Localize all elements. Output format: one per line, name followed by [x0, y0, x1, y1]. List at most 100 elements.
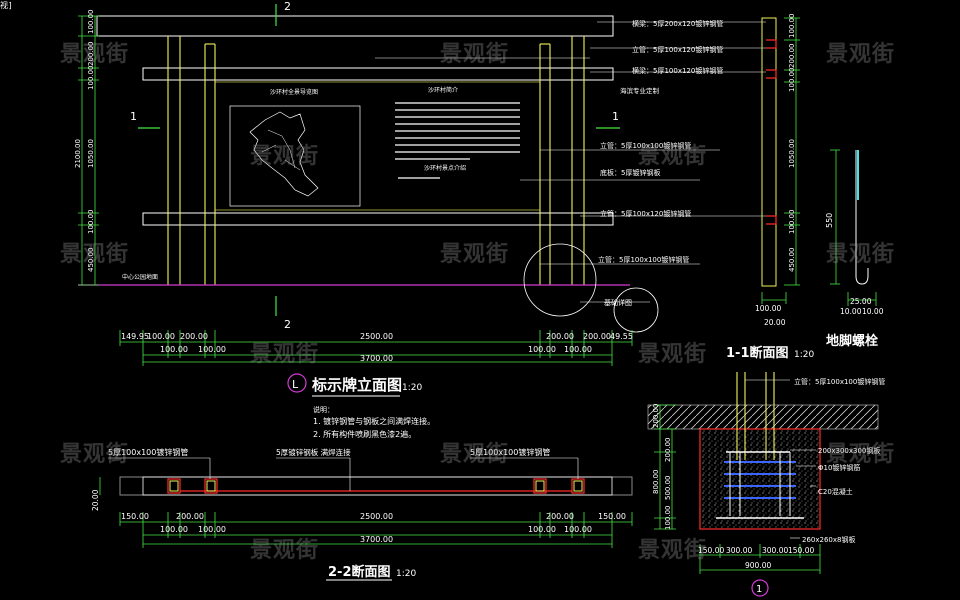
dim-right-100: 100.00 — [788, 14, 796, 39]
map-title: 沙环村全景导览图 — [270, 88, 318, 96]
watermark: 景观街 — [250, 144, 320, 169]
dim-right-200: 200.00 — [788, 44, 796, 69]
label-beam-200x120: 横梁：5厚200x120镀锌钢管 — [632, 19, 723, 28]
s22-dim-r2-c: 100.00 — [528, 525, 556, 534]
dim-left-450: 450.00 — [87, 248, 95, 273]
fd-dim-300-b: 300.00 — [762, 546, 788, 555]
section-1-1-title: 1-1断面图 — [726, 345, 789, 361]
dim-bottom-149: 149.95 — [121, 332, 149, 341]
fd-dim-total: 900.00 — [745, 561, 771, 570]
s22-label-left: 5厚100x100镀锌钢管 — [108, 447, 188, 457]
elevation-title: 标示牌立面图 — [311, 376, 402, 394]
title-circle-letter: L — [292, 378, 299, 391]
dim-bottom-200-b: 200.00 — [546, 332, 574, 341]
anchor-bolt-detail: 550 25.00 10.00 10.00 地脚螺栓 — [825, 149, 884, 349]
watermark: 景观街 — [638, 342, 708, 367]
s22-dim-200-a: 200.00 — [176, 512, 204, 521]
dim-bottom-49: 49.55 — [610, 332, 633, 341]
dim-bottom-r2-d: 100.00 — [564, 345, 592, 354]
label-beam-100x120: 横梁：5厚100x120镀锌钢管 — [632, 66, 723, 75]
dim-bottom-2500: 2500.00 — [360, 332, 393, 341]
fd-label-plate: 200x300x300钢板 — [818, 446, 880, 455]
bolt-dim-10-b: 10.00 — [862, 307, 884, 316]
fd-label-concrete: C20混凝土 — [818, 487, 853, 496]
s22-dim-r2-b: 100.00 — [198, 525, 226, 534]
dim-1-1-100: 100.00 — [755, 304, 781, 313]
dim-left-1050: 1050.00 — [87, 139, 95, 168]
watermark: 景观街 — [440, 42, 510, 67]
s22-dim-2500: 2500.00 — [360, 512, 393, 521]
watermark: 景观街 — [826, 442, 896, 467]
fd-dim-150-a: 150.00 — [698, 546, 724, 555]
dim-left-100-top: 100.00 — [87, 10, 95, 35]
watermark: 景观街 — [826, 242, 896, 267]
bolt-dim-550: 550 — [825, 213, 834, 228]
elevation-scale: 1:20 — [402, 383, 422, 393]
s22-dim-150-b: 150.00 — [598, 512, 626, 521]
dim-right-100-c: 100.00 — [788, 210, 796, 235]
dim-left-200: 200.00 — [87, 42, 95, 67]
dim-bottom-r2-a: 100.00 — [160, 345, 188, 354]
dim-1-1-20: 20.00 — [764, 318, 786, 327]
note-1: 1. 镀锌钢管与钢板之间满焊连接。 — [313, 416, 435, 426]
s22-label-right: 5厚100x100镀锌钢管 — [470, 447, 550, 457]
section-mark-top: 2 — [284, 0, 291, 13]
watermark: 景观街 — [826, 42, 896, 67]
corner-tag: 视] — [0, 1, 13, 10]
ground-label: 中心公园地面 — [122, 273, 158, 281]
anchor-bolt-title: 地脚螺栓 — [826, 333, 878, 349]
elevation-title-block: L 标示牌立面图 1:20 说明： 1. 镀锌钢管与钢板之间满焊连接。 2. 所… — [287, 373, 435, 439]
bolt-dim-10-a: 10.00 — [840, 307, 862, 316]
fd-dim-100: 100.00 — [664, 506, 672, 531]
note-2: 2. 所有构件喷刷黑色漆2遍。 — [313, 429, 416, 439]
fd-dim-800: 800.00 — [652, 470, 660, 495]
dim-bottom-total: 3700.00 — [360, 354, 393, 363]
fd-top-label: 立管：5厚100x100镀锌钢管 — [794, 377, 885, 386]
dim-bottom-200-c: 200.00 — [583, 332, 611, 341]
dim-right-450: 450.00 — [788, 248, 796, 273]
elevation-bottom-dimensions: 149.95 100.00 200.00 2500.00 200.00 200.… — [119, 330, 633, 366]
dim-left-100-mid: 100.00 — [87, 66, 95, 91]
watermark: 景观街 — [250, 538, 320, 563]
dim-right-1050: 1050.00 — [788, 139, 796, 168]
watermark: 景观街 — [60, 42, 130, 67]
s22-dim-r2-d: 100.00 — [564, 525, 592, 534]
watermark: 景观街 — [250, 342, 320, 367]
fd-dim-200-a: 200.00 — [652, 404, 660, 429]
section-2-2-title: 2-2断面图 — [328, 564, 391, 580]
fd-label-rebar: Φ10镀锌钢筋 — [818, 463, 860, 472]
label-post-100x100: 立管：5厚100x100镀锌钢管 — [600, 141, 691, 150]
section-1-1: 100.00 200.00 100.00 1050.00 100.00 450.… — [726, 14, 814, 362]
label-post-100x100-b: 立管：5厚100x100镀锌钢管 — [598, 255, 689, 264]
intro-title: 沙环村简介 — [428, 86, 458, 94]
dim-bottom-200-a: 200.00 — [180, 332, 208, 341]
label-post-100x120-b: 立管：5厚100x120镀锌钢管 — [600, 209, 691, 218]
dim-bottom-r2-b: 100.00 — [198, 345, 226, 354]
watermark: 景观街 — [638, 144, 708, 169]
elevation-left-dimensions: 100.00 200.00 100.00 2100.00 1050.00 100… — [74, 10, 99, 286]
fd-dim-200-b: 200.00 — [664, 438, 672, 463]
label-foundation-detail: 基础详图 — [604, 298, 632, 307]
watermark: 景观街 — [440, 242, 510, 267]
bolt-dim-25: 25.00 — [850, 297, 872, 306]
s22-dim-total: 3700.00 — [360, 535, 393, 544]
watermark: 景观街 — [60, 442, 130, 467]
label-baseplate: 底板：5厚镀锌钢板 — [600, 168, 660, 177]
watermark: 景观街 — [638, 538, 708, 563]
fd-circle-number: 1 — [756, 584, 762, 595]
right-section-mark: 1 — [612, 110, 619, 123]
s22-left-dim: 20.00 — [91, 489, 100, 511]
s22-dim-r2-a: 100.00 — [160, 525, 188, 534]
fd-dim-500: 500.00 — [664, 476, 672, 501]
sign-elevation: 沙环村全景导览图 沙环村简介 沙环村景点介绍 中心公园地面 2 2 1 1 — [78, 0, 659, 333]
watermark: 景观街 — [440, 442, 510, 467]
left-section-mark: 1 — [130, 110, 137, 123]
label-custom: 海滨专业定制 — [620, 86, 660, 95]
intro-subtitle: 沙环村景点介绍 — [424, 164, 466, 172]
s22-label-mid: 5厚镀锌钢板 满焊连接 — [276, 447, 351, 457]
section-mark-bottom: 2 — [284, 318, 291, 331]
s22-dim-150-a: 150.00 — [121, 512, 149, 521]
dim-right-100-b: 100.00 — [788, 68, 796, 93]
dim-bottom-100-a: 100.00 — [147, 332, 175, 341]
